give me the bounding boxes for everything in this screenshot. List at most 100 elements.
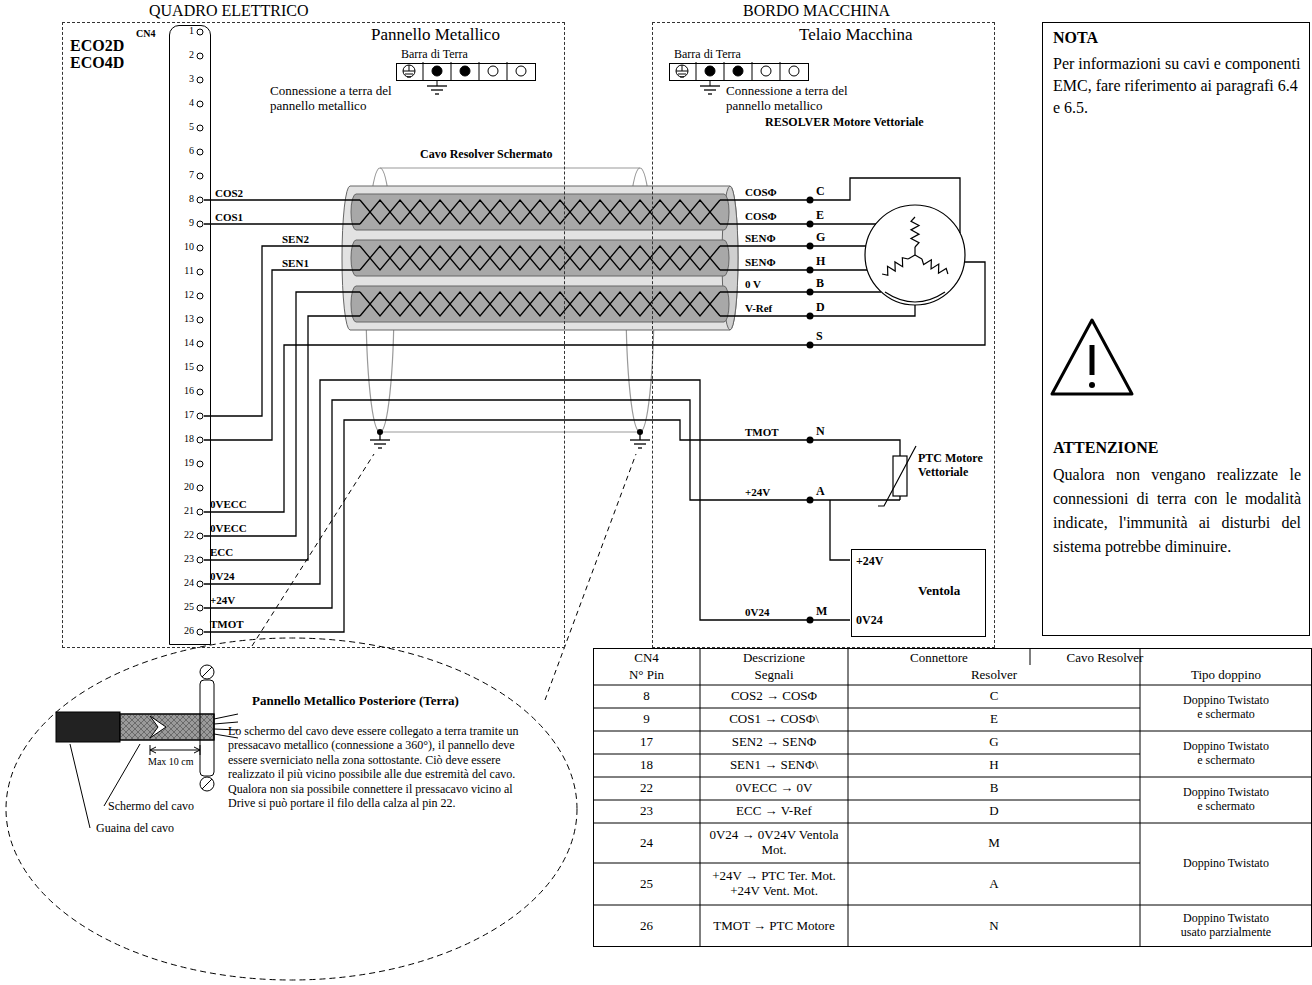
terminal-dot <box>377 197 814 624</box>
pin-number: 19 <box>170 457 194 469</box>
connector-pin <box>197 341 203 347</box>
table-cell: ECC → V-Ref <box>700 800 848 823</box>
ground-symbol <box>708 93 712 94</box>
table-cell: 24 <box>593 823 700 863</box>
connector-pin <box>197 149 203 155</box>
twisted-pair <box>360 292 720 316</box>
ground-bar: Barra di Terra <box>669 63 809 81</box>
node-heading: BORDO MACCHINA <box>743 2 890 20</box>
signal-label: 0VECC <box>210 498 247 511</box>
table-cell: 9 <box>593 708 700 731</box>
pin-number: 1 <box>170 25 194 37</box>
table-cell: M <box>848 823 1140 863</box>
ground-symbol <box>700 85 720 86</box>
node-heading: Barra di Terra <box>401 48 468 62</box>
table-cell: D <box>848 800 1140 823</box>
connector-pin <box>197 317 203 323</box>
table-header: Segnali <box>700 667 848 683</box>
cable-end-illustration <box>200 665 214 679</box>
connector-pin <box>197 605 203 611</box>
node-heading: NOTA <box>1053 29 1098 47</box>
callout-label: Guaina del cavo <box>96 822 174 836</box>
connector-pin <box>197 509 203 515</box>
pin-number: 14 <box>170 337 194 349</box>
terminal-dot <box>807 497 814 504</box>
pin-number: 15 <box>170 361 194 373</box>
ground-bar-cells <box>733 66 743 76</box>
wire <box>813 440 900 620</box>
connector-pin <box>197 221 203 227</box>
table-grid <box>593 648 1312 947</box>
resolver-cable <box>351 286 729 322</box>
table-cell: 26 <box>593 905 700 947</box>
leader-line <box>252 454 636 700</box>
connector-pin <box>197 557 203 563</box>
warning-triangle <box>1090 345 1095 375</box>
pin-number: 16 <box>170 385 194 397</box>
terminal-dot <box>807 267 814 274</box>
ground-note: Connessione a terra del pannello metalli… <box>270 84 412 114</box>
ground-bar-cells <box>432 66 442 76</box>
table-header: Connettore <box>848 650 1030 666</box>
table-cell: Doppino Twistato e schermato <box>1140 777 1312 823</box>
panel-region: ECO2D ECO4DCN4Barra di TerraQUADRO ELETT… <box>62 22 565 648</box>
signal-label: SEN2 <box>282 233 309 246</box>
pin-number: 17 <box>170 409 194 421</box>
pin-number: 25 <box>170 601 194 613</box>
resolver-symbol <box>865 205 965 305</box>
pin-number: 22 <box>170 529 194 541</box>
table-header: Descrizione <box>700 650 848 666</box>
table-cell: Doppino Twistato <box>1140 823 1312 905</box>
ground-symbol <box>380 432 640 440</box>
twisted-pair <box>360 292 720 316</box>
signal-label: SEN1 <box>282 257 309 270</box>
node-heading: +24V <box>856 555 884 569</box>
ground-bar-cells <box>789 66 799 76</box>
signal-label: 0 V <box>745 278 761 291</box>
table-cell: Doppino Twistato e schermato <box>1140 685 1312 731</box>
terminal-dot <box>807 342 814 349</box>
cable-end-illustration <box>150 716 166 738</box>
resolver-symbol <box>882 258 908 276</box>
ptc-resistor <box>878 446 916 506</box>
resolver-symbol <box>914 247 915 255</box>
warning-triangle <box>1052 320 1132 394</box>
wire <box>813 224 881 292</box>
cable-end-illustration <box>202 779 212 789</box>
ground-symbol <box>374 443 386 444</box>
cable-end-illustration <box>70 744 140 828</box>
connector-pin <box>197 485 203 491</box>
twisted-pair <box>360 200 720 224</box>
table-cell: 0VECC → 0V <box>700 777 848 800</box>
node-text: Per informazioni su cavi e componenti EM… <box>1053 53 1301 119</box>
connector-pin <box>197 629 203 635</box>
wire <box>813 178 960 233</box>
pin-number: 10 <box>170 241 194 253</box>
terminal-dot <box>807 289 814 296</box>
table-cell: 22 <box>593 777 700 800</box>
cable-end-illustration <box>202 667 212 677</box>
warning-triangle <box>1052 320 1132 394</box>
fan-box: +24VVentola0V24 <box>851 549 986 637</box>
signal-label: SENΦ <box>745 232 776 245</box>
table-cell: Doppino Twistato e schermato <box>1140 731 1312 777</box>
pin-number: 11 <box>170 265 194 277</box>
ground-symbol <box>431 89 443 90</box>
table-grid <box>700 648 1140 947</box>
wire <box>204 345 807 512</box>
signal-label: TMOT <box>745 426 779 439</box>
table-header: CN4 <box>593 650 700 666</box>
ground-symbol <box>630 439 650 440</box>
signal-label: +24V <box>210 594 235 607</box>
connector-pin <box>197 101 203 107</box>
pin-number: 20 <box>170 481 194 493</box>
table-cell: COS2 → COSΦ <box>700 685 848 708</box>
ground-bar-cells <box>423 62 507 80</box>
connector-pin <box>197 245 203 251</box>
terminal-dot <box>807 221 814 228</box>
wire <box>204 316 360 560</box>
table-cell: 25 <box>593 863 700 905</box>
connector-pin <box>197 29 203 635</box>
pin-number: 6 <box>170 145 194 157</box>
ground-symbol <box>435 93 439 94</box>
